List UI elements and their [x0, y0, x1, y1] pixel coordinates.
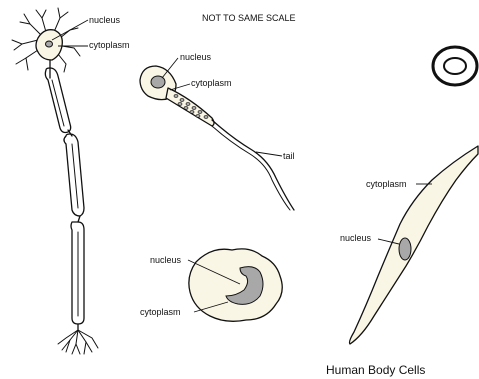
muscle-nucleus	[399, 238, 411, 260]
wbc-nucleus-label: nucleus	[150, 255, 182, 265]
diagram-caption: Human Body Cells	[326, 363, 425, 377]
nerve-terminals	[58, 330, 98, 354]
white-blood-cell: nucleus cytoplasm	[140, 249, 282, 321]
muscle-cytoplasm-label: cytoplasm	[366, 179, 407, 189]
nerve-cell: nucleus cytoplasm	[12, 8, 130, 354]
wbc-cytoplasm	[189, 249, 282, 321]
nerve-cytoplasm-label: cytoplasm	[89, 40, 130, 50]
muscle-cell: nucleus cytoplasm	[340, 146, 478, 344]
sperm-tail	[212, 120, 294, 210]
sperm-nucleus	[151, 76, 165, 88]
sperm-tail-label: tail	[283, 151, 295, 161]
muscle-nucleus-label: nucleus	[340, 233, 372, 243]
sperm-cell: nucleus cytoplasm tail	[140, 52, 295, 210]
sperm-midpiece	[166, 88, 214, 126]
muscle-cytoplasm	[350, 146, 479, 344]
nerve-nucleus-label: nucleus	[89, 15, 121, 25]
sperm-nucleus-label: nucleus	[180, 52, 212, 62]
diagram-title: NOT TO SAME SCALE	[202, 13, 296, 23]
nerve-cell-nucleus	[46, 41, 53, 47]
red-blood-cell	[433, 47, 477, 85]
wbc-cytoplasm-label: cytoplasm	[140, 307, 181, 317]
sperm-cytoplasm-label: cytoplasm	[191, 78, 232, 88]
nerve-axon	[45, 60, 84, 330]
